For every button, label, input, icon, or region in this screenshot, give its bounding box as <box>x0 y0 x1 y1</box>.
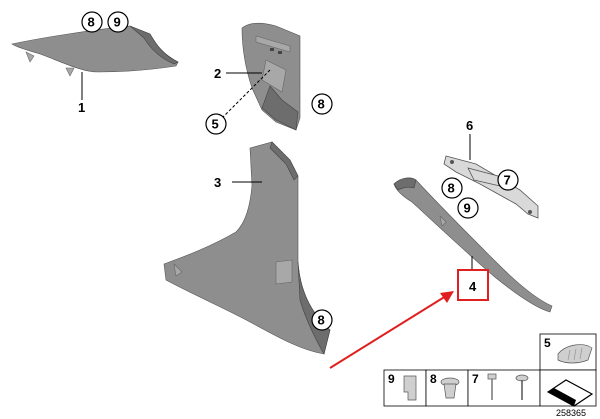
leader-part-5 <box>221 69 271 119</box>
callout-8-top-left: 8 <box>81 11 103 33</box>
legend-item-8: 8 <box>425 369 469 407</box>
label-part-6: 6 <box>466 118 473 133</box>
legend-item-tool <box>539 369 597 407</box>
tool-icon-edge <box>548 388 576 406</box>
callout-8-right: 8 <box>441 177 463 199</box>
label-part-4: 4 <box>469 279 477 294</box>
svg-text:8: 8 <box>448 181 455 196</box>
legend-7-screw-icon <box>487 373 497 400</box>
legend-7-push-pin-icon <box>515 374 529 400</box>
part-6-bracket[interactable] <box>443 155 539 219</box>
tool-icon <box>546 379 594 407</box>
svg-text:9: 9 <box>464 201 471 216</box>
highlight-box-part-4 <box>457 269 489 301</box>
label-part-3: 3 <box>214 175 221 190</box>
part-1-a-pillar-trim[interactable] <box>11 25 179 77</box>
part-3-lower-b-pillar-trim[interactable] <box>163 141 331 355</box>
callout-7-right: 7 <box>497 169 519 191</box>
callout-9-top-left: 9 <box>107 11 129 33</box>
callout-5-upper: 5 <box>205 113 227 135</box>
legend-item-9: 9 <box>383 369 427 407</box>
part-2-upper-b-pillar-trim[interactable] <box>241 22 301 131</box>
highlight-arrow <box>329 291 454 369</box>
svg-text:8: 8 <box>318 313 325 328</box>
svg-text:9: 9 <box>114 15 121 30</box>
legend-9-clip-icon <box>403 375 417 401</box>
legend-item-7: 7 <box>467 369 541 407</box>
svg-text:5: 5 <box>212 117 219 132</box>
legend-item-5: 5 <box>539 333 597 371</box>
callout-9-right: 9 <box>457 197 479 219</box>
part-4-c-pillar-trim[interactable] <box>393 177 553 313</box>
svg-text:8: 8 <box>318 97 325 112</box>
legend-5-clip-icon <box>557 344 593 364</box>
svg-text:8: 8 <box>430 372 437 386</box>
svg-text:7: 7 <box>504 173 511 188</box>
label-part-1: 1 <box>78 100 85 115</box>
legend-8-rivet-icon <box>440 377 460 399</box>
callout-8-lower: 8 <box>311 309 333 331</box>
label-part-2: 2 <box>214 66 221 81</box>
diagram-id: 258365 <box>556 408 586 418</box>
svg-text:5: 5 <box>544 336 551 350</box>
svg-text:9: 9 <box>388 372 395 386</box>
svg-text:8: 8 <box>88 15 95 30</box>
callout-8-upper: 8 <box>311 93 333 115</box>
svg-text:7: 7 <box>472 372 479 386</box>
